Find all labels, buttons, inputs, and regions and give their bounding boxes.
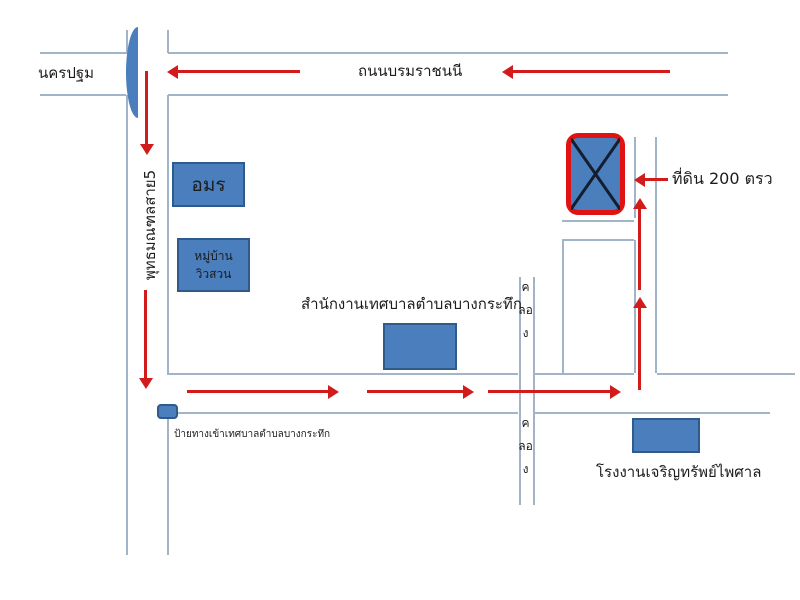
municipal-office-label: สำนักงานเทศบาลตำบลบางกระทึก	[301, 295, 522, 313]
entrance-sign-marker	[157, 404, 178, 419]
arrow-head-down-icon	[140, 144, 154, 155]
village-label-line2: วิวสวน	[195, 267, 232, 281]
right-road-east-line	[655, 137, 657, 373]
left-road-west-line	[126, 95, 128, 555]
entry-road-bottom-line-west	[170, 412, 518, 414]
route-arrow-east-1	[187, 385, 339, 399]
arrow-head-up-icon	[633, 297, 647, 308]
plot-soi-upper-line	[562, 220, 634, 222]
route-arrow-east-3	[488, 385, 621, 399]
left-road-east-line-upper	[167, 95, 169, 373]
arrow-head-right-icon	[610, 385, 621, 399]
village-label-line1: หมู่บ้าน	[194, 249, 233, 263]
route-arrow-south-at-junction	[140, 71, 154, 155]
arrow-shaft	[488, 390, 610, 393]
arrow-head-left-icon	[634, 173, 645, 187]
left-road-west-line-above	[126, 30, 128, 53]
flyover-crescent-icon	[126, 27, 150, 118]
arrow-shaft	[144, 290, 147, 378]
factory-building	[632, 418, 700, 453]
arrow-head-up-icon	[633, 198, 647, 209]
municipal-office-building	[383, 323, 457, 370]
arrow-head-down-icon	[139, 378, 153, 389]
route-arrow-south-on-left-road	[139, 290, 153, 389]
arrow-head-right-icon	[463, 385, 474, 399]
route-arrow-west-top-left	[167, 65, 300, 79]
amorn-building: อมร	[172, 162, 245, 207]
plot-pointer-arrow	[634, 173, 668, 187]
entrance-sign-label: ป้ายทางเข้าเทศบาลตำบลบางกระทึก	[174, 429, 331, 440]
left-road-east-line-above	[167, 30, 169, 53]
left-road-east-line-lower	[167, 413, 169, 555]
x-mark-icon	[571, 138, 620, 210]
village-label: หมู่บ้าน วิวสวน	[194, 247, 232, 283]
land-plot-box	[566, 133, 625, 215]
land-plot-label: ที่ดิน 200 ตรว	[672, 169, 773, 188]
province-label: นครปฐม	[38, 64, 95, 82]
arrow-shaft	[178, 70, 300, 73]
entry-road-bottom-line-east	[535, 412, 770, 414]
entry-road-top-line-mid	[535, 373, 634, 375]
top-road-lower-right-line	[168, 94, 728, 96]
route-arrow-west-top-right	[502, 65, 670, 79]
factory-label: โรงงานเจริญทรัพย์ไพศาล	[596, 463, 762, 481]
route-arrow-east-2	[367, 385, 474, 399]
amorn-building-label: อมร	[191, 173, 226, 196]
top-road-lower-left-line	[40, 94, 126, 96]
arrow-head-left-icon	[167, 65, 178, 79]
village-building: หมู่บ้าน วิวสวน	[177, 238, 250, 292]
entry-road-top-line-west	[167, 373, 518, 375]
arrow-shaft	[638, 209, 641, 290]
arrow-shaft	[145, 71, 148, 144]
arrow-shaft	[187, 390, 328, 393]
canal-label-upper: คลอง	[518, 280, 533, 340]
top-road-upper-left-line	[40, 52, 128, 54]
arrow-shaft	[513, 70, 670, 73]
block-west-line	[562, 240, 564, 374]
arrow-shaft	[645, 178, 668, 181]
arrow-shaft	[638, 308, 641, 390]
plot-soi-lower-line	[562, 239, 634, 241]
left-road-label: พุทธมณฑลสาย5	[141, 169, 159, 281]
arrow-head-left-icon	[502, 65, 513, 79]
canal-label-lower: คลอง	[518, 416, 533, 476]
arrow-head-right-icon	[328, 385, 339, 399]
route-arrow-north-upper	[633, 198, 647, 290]
top-road-upper-right-line	[168, 52, 728, 54]
route-arrow-north-lower	[633, 297, 647, 390]
top-road-label: ถนนบรมราชนนี	[358, 62, 463, 80]
entry-road-top-line-east	[657, 373, 795, 375]
arrow-shaft	[367, 390, 463, 393]
